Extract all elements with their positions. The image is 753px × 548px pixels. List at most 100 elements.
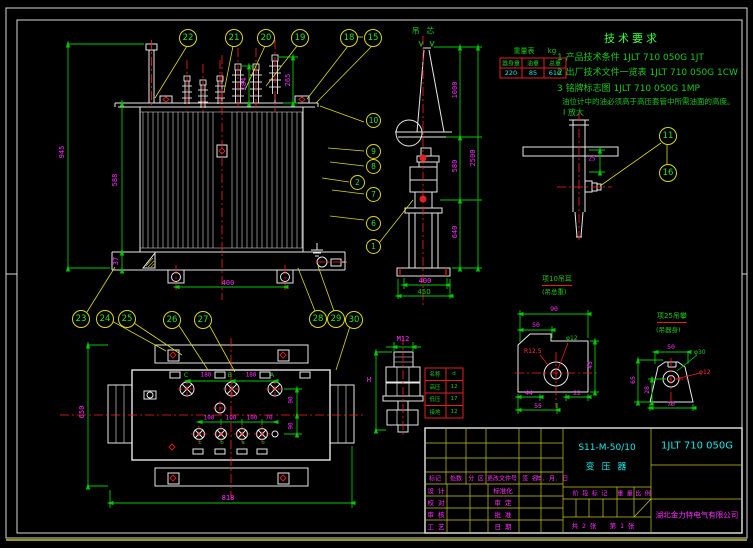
lug2-subtitle: (吊器身) (656, 326, 681, 334)
stud-table-r2c1: 高压 (429, 385, 441, 391)
dim-lug1-44: 44 (525, 389, 533, 397)
tech-requirements-title: 技术要求 (604, 32, 660, 45)
dim-pole-base-400: 400 (418, 277, 432, 285)
weight-value-oil: 85 (528, 69, 538, 77)
dim-lug2-65: 65 (629, 376, 637, 384)
stud-table-r3c1: 低压 (429, 397, 441, 403)
balloon-2: 2 (350, 175, 365, 190)
weight-header-total: 总重 (548, 60, 562, 68)
tb-code: 1JLT 710 050G (661, 440, 733, 452)
lug2-view (649, 361, 694, 403)
balloon-1: 1 (366, 239, 381, 254)
balloon-21: 21 (225, 29, 243, 47)
dim-lug1-55: 55 (534, 402, 542, 410)
stud-thread-label: M12 (396, 335, 410, 343)
dim-lv-100b: 100 (225, 414, 237, 422)
balloon-11: 11 (659, 127, 677, 145)
dim-plan-length: 818 (221, 494, 235, 502)
dim-lug1-22: 22 (573, 389, 581, 397)
tb-header-count: 处数 (449, 475, 463, 483)
stud-height-label: H (366, 376, 372, 384)
tech-note: 油位计中的油必须高于高压套管中所需油面的高度。 (562, 97, 735, 106)
pad-markers (162, 96, 306, 482)
tb-approve1: 审 定 (494, 499, 512, 507)
stud-table-grid (424, 367, 464, 419)
balloon-6: 6 (366, 216, 381, 231)
phase-lv-c: c (198, 440, 202, 446)
balloon-9: 9 (366, 144, 381, 159)
dim-pole-total: 2500 (469, 149, 477, 167)
drawing-frame (5, 7, 748, 539)
dim-plan-90b: 90 (287, 422, 295, 430)
lug1-view (517, 333, 589, 393)
balloon-28: 28 (309, 310, 327, 328)
balloon-24: 24 (96, 310, 114, 328)
tb-header-docno: 更改文件号 (486, 475, 518, 483)
tb-header-sign: 签 名 (522, 475, 538, 483)
balloon-10: 10 (366, 113, 381, 128)
stud-table-r3c2: 17 (450, 396, 458, 402)
balloon-25: 25 (118, 310, 136, 328)
dim-pole-580: 580 (451, 159, 459, 173)
phase-hv-a: A (269, 371, 275, 379)
tb-process: 工 艺 (427, 523, 445, 531)
phase-lv-o: o (261, 440, 265, 446)
tb-product: 变 压 器 (585, 462, 629, 473)
dim-lug1-radius: R12.5 (524, 348, 542, 355)
phase-hv-b: B (227, 371, 233, 379)
phase-lv-a: a (241, 440, 245, 446)
tech-item-3: 3 铭牌标志图 1JLT 710 050G 1MP (557, 84, 700, 94)
front-bushings (181, 54, 282, 109)
dim-lv-100a: 100 (203, 414, 215, 422)
tb-approve2: 批 准 (494, 511, 512, 519)
dim-plan-90a: 90 (287, 396, 295, 404)
dim-lv-100c: 100 (246, 414, 258, 422)
tb-design: 设 计 (427, 487, 445, 495)
dim-lug1-hole: φ12 (566, 335, 578, 342)
lug1-title: 项10吊耳 (542, 274, 572, 286)
dim-lug2-50: 50 (667, 343, 675, 351)
tb-review: 审 核 (427, 511, 445, 519)
dim-lug2-d30: φ30 (694, 349, 706, 356)
dim-pole-base-450: 450 (417, 288, 431, 296)
balloon-7: 7 (366, 187, 381, 202)
balloon-16: 16 (659, 164, 677, 182)
balloon-29: 29 (327, 310, 345, 328)
stud-table-r1c2: d (452, 371, 456, 377)
dim-lug2-d12: φ12 (699, 369, 711, 376)
dim-pole-640: 640 (451, 225, 459, 239)
weight-value-total: 610 (548, 69, 562, 77)
dim-front-height: 945 (58, 145, 66, 159)
tech-item-1: 1 产品技术条件 1JLT 710 050G 1JT (557, 53, 704, 63)
phase-hv-c: C (183, 371, 189, 379)
tb-sheet-no: 第 1 张 (609, 522, 635, 530)
balloon-30: 30 (345, 311, 363, 329)
dim-plan-width: 650 (78, 405, 86, 419)
stud-table-r4c2: 12 (450, 409, 458, 415)
balloon-27: 27 (194, 311, 212, 329)
leader-lines (86, 36, 668, 373)
balloon-26: 26 (163, 311, 181, 329)
weight-table-grid (499, 57, 567, 79)
weight-value-body: 220 (504, 69, 518, 77)
dim-lug1-50: 50 (532, 321, 540, 329)
dim-lug2-70: 70 (667, 400, 675, 408)
tb-standard: 标准化 (493, 487, 513, 495)
dim-pole-1000: 1000 (451, 81, 459, 99)
tb-sheet-total: 共 2 张 (571, 522, 597, 530)
weight-table-unit: kg (547, 47, 557, 55)
stud-table-r4c1: 接地 (429, 410, 441, 416)
phase-lv-b: b (220, 440, 224, 446)
tb-company: 湖北金力特电气有限公司 (655, 510, 739, 520)
tb-check: 校 对 (427, 499, 445, 507)
balloon-15: 15 (364, 29, 382, 47)
tb-stage: 阶 段 标 记 (572, 490, 608, 498)
balloon-22: 22 (179, 29, 197, 47)
dim-front-foot: 37 (112, 256, 120, 266)
lift-core-label: 吊 芯 (411, 26, 437, 36)
tech-item-2: 2 出厂技术文件一览表 1JLT 710 050G 1CW (557, 68, 738, 78)
dim-detail-i: 25 (588, 155, 596, 163)
balloon-23: 23 (72, 310, 90, 328)
stud-table-r2c2: 12 (450, 384, 458, 390)
